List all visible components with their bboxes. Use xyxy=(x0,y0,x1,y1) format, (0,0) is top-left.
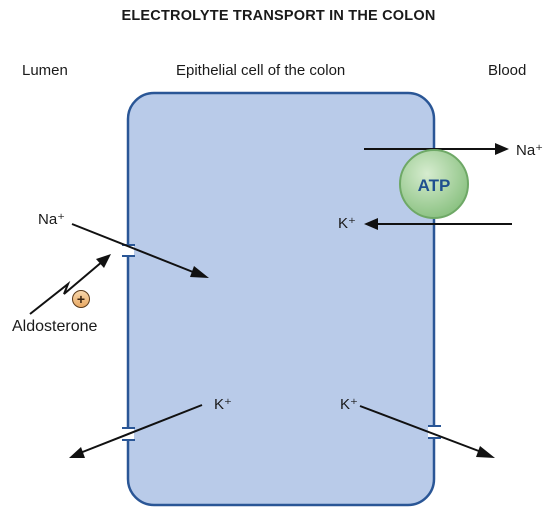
k-pump-label: K⁺ xyxy=(338,215,356,232)
apical-k-channel xyxy=(122,427,135,441)
na-efflux-arrow xyxy=(364,143,509,155)
plus-symbol: + xyxy=(77,291,85,307)
diagram-title: ELECTROLYTE TRANSPORT IN THE COLON xyxy=(121,8,436,24)
k-lumen-secretion-label: K⁺ xyxy=(214,396,232,413)
k-blood-efflux-arrow xyxy=(359,405,495,458)
k-blood-efflux-label: K⁺ xyxy=(340,396,358,413)
k-influx-arrow xyxy=(364,218,512,230)
na-k-atpase-pump: ATP xyxy=(399,149,469,219)
stimulation-plus-badge: + xyxy=(72,290,90,308)
na-influx-arrow xyxy=(71,223,209,278)
aldosterone-stimulation-arrow xyxy=(29,254,111,315)
na-lumen-label: Na⁺ xyxy=(38,211,66,228)
blood-label: Blood xyxy=(488,62,527,79)
pump-label: ATP xyxy=(418,176,451,195)
k-lumen-secretion-arrow xyxy=(69,404,203,458)
lumen-label: Lumen xyxy=(22,62,68,79)
cell-label: Epithelial cell of the colon xyxy=(176,62,346,79)
na-blood-label: Na⁺ xyxy=(516,142,544,159)
aldosterone-label: Aldosterone xyxy=(12,318,98,335)
epithelial-cell xyxy=(126,91,436,507)
